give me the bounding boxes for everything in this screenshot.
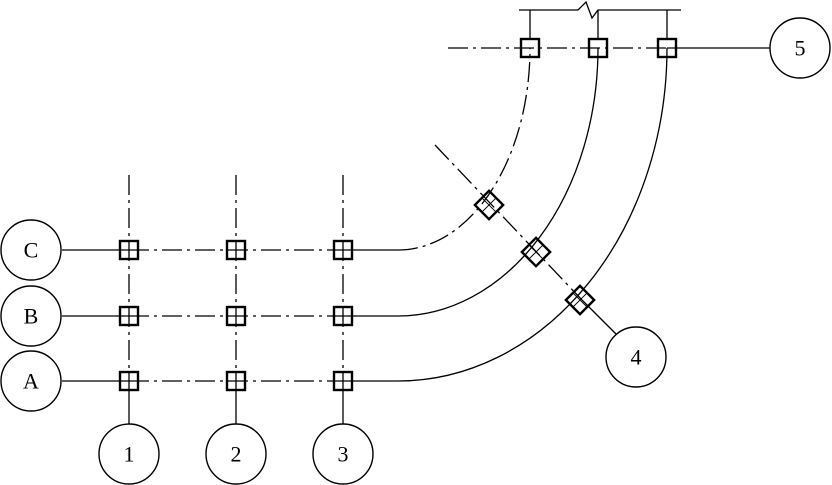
diagonal-columns bbox=[473, 189, 596, 316]
axis-label-5: 5 bbox=[795, 36, 806, 61]
axis-bubble-b: B bbox=[0, 285, 62, 347]
axis-label-1: 1 bbox=[124, 442, 135, 467]
axis-label-c: C bbox=[24, 238, 39, 263]
grid-columns bbox=[118, 37, 678, 392]
axis-bubble-c: C bbox=[0, 219, 62, 281]
arc-b bbox=[397, 47, 599, 317]
axis-label-2: 2 bbox=[231, 442, 242, 467]
column-b3 bbox=[332, 305, 354, 327]
arc-a bbox=[397, 47, 668, 382]
axis-4-center bbox=[434, 144, 583, 301]
column-a3 bbox=[332, 370, 354, 392]
arc-c bbox=[397, 47, 531, 251]
axis-bubble-1: 1 bbox=[98, 423, 160, 485]
row-axes bbox=[62, 249, 398, 382]
column-b2 bbox=[225, 305, 247, 327]
axis-label-a: A bbox=[23, 369, 39, 394]
axis-bubble-5: 5 bbox=[769, 17, 831, 79]
axis-bubble-a: A bbox=[0, 350, 62, 412]
column-a1 bbox=[118, 370, 140, 392]
axis-label-4: 4 bbox=[631, 345, 642, 370]
curved-axes bbox=[397, 47, 668, 382]
axis-bubble-2: 2 bbox=[205, 423, 267, 485]
axis-bubble-3: 3 bbox=[312, 423, 374, 485]
column-5b bbox=[587, 37, 609, 59]
axis-label-3: 3 bbox=[338, 442, 349, 467]
break-line-top bbox=[519, 0, 681, 20]
column-4b bbox=[520, 236, 552, 268]
axis-4-line bbox=[434, 144, 619, 337]
column-4a bbox=[564, 284, 596, 316]
column-b1 bbox=[118, 305, 140, 327]
column-5c bbox=[519, 37, 541, 59]
column-c3 bbox=[332, 239, 354, 261]
column-axes bbox=[128, 175, 344, 424]
axis-label-b: B bbox=[24, 304, 39, 329]
column-5a bbox=[656, 37, 678, 59]
axis-bubbles: C B A 1 2 3 4 5 bbox=[0, 17, 831, 485]
column-c2 bbox=[225, 239, 247, 261]
axis-bubble-4: 4 bbox=[605, 326, 667, 388]
column-4c bbox=[473, 189, 505, 221]
break-line bbox=[519, 0, 681, 40]
column-c1 bbox=[118, 239, 140, 261]
column-a2 bbox=[225, 370, 247, 392]
